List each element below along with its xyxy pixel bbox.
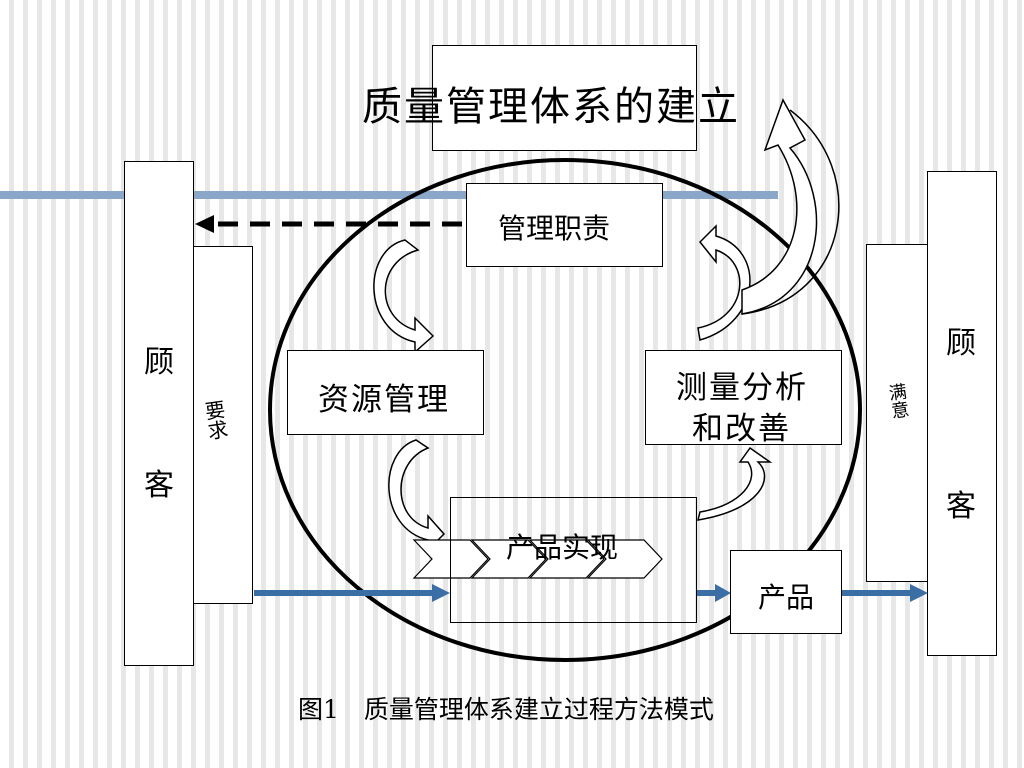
management-responsibility-label: 管理职责 — [498, 212, 611, 245]
measurement-label-line1: 测量分析 — [676, 370, 808, 406]
figure-caption: 图1 质量管理体系建立过程方法模式 — [298, 695, 714, 724]
chevron-4 — [586, 539, 663, 579]
product-realization-label: 产品实现 — [506, 531, 619, 564]
curve-arrow-mgmt-to-resource — [373, 239, 435, 354]
left-customer-label-2: 客 — [144, 468, 174, 503]
management-responsibility-box — [466, 183, 663, 267]
chevron-1 — [412, 539, 489, 579]
satisfaction-box — [866, 244, 928, 582]
right-customer-label-1: 顾 — [946, 326, 976, 361]
product-label: 产品 — [758, 581, 815, 614]
feedback-arrow-head — [195, 215, 214, 233]
curve-arrow-measurement-to-mgmt — [697, 224, 751, 341]
product-box — [730, 550, 842, 634]
resource-management-label: 资源管理 — [318, 382, 450, 418]
product-realization-box — [450, 497, 697, 623]
flow-arrow-2 — [715, 584, 731, 602]
title-box — [432, 45, 697, 151]
requirements-box — [193, 246, 253, 604]
requirements-label: 要求 — [200, 398, 230, 442]
diagram-title: 质量管理体系的建立 — [362, 84, 740, 130]
left-customer-label-1: 顾 — [144, 345, 174, 380]
chevron-3 — [528, 539, 605, 579]
curve-arrow-resource-to-realization — [388, 439, 446, 552]
right-customer-label-2: 客 — [946, 489, 976, 524]
flow-arrow-1 — [432, 584, 450, 602]
curve-arrow-to-title — [741, 98, 818, 315]
satisfaction-label: 满意 — [884, 381, 911, 421]
right-customer-box — [927, 171, 997, 656]
resource-management-box — [287, 350, 484, 435]
measurement-label-line2: 和改善 — [692, 411, 791, 447]
process-ellipse — [268, 158, 862, 662]
header-band — [0, 191, 778, 199]
measurement-box — [645, 350, 842, 445]
curve-arrow-to-title-outer — [741, 109, 840, 315]
left-customer-box — [124, 161, 194, 666]
curve-arrow-realization-to-measurement — [696, 446, 773, 521]
flow-arrow-3 — [910, 584, 928, 602]
chevron-2 — [470, 539, 547, 579]
